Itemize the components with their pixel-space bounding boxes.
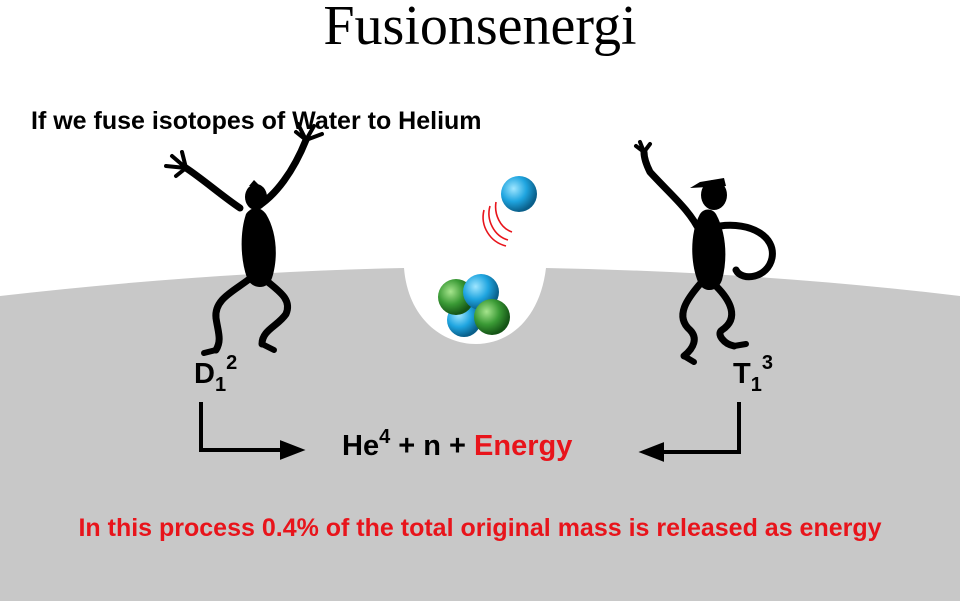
tritium-figure <box>634 140 776 365</box>
deuterium-symbol: D <box>194 358 215 390</box>
slide-title: Fusionsenergi <box>323 0 637 57</box>
deuterium-sup: 2 <box>226 352 238 374</box>
deuterium-sub: 1 <box>214 374 227 396</box>
helium-sup: 4 <box>379 426 391 448</box>
fusion-equation: He4 + n + Energy <box>342 426 573 463</box>
tritium-sub: 1 <box>750 374 762 396</box>
incoming-nucleon <box>482 176 537 247</box>
right-arrow <box>638 402 741 462</box>
helium-symbol: He <box>342 430 380 462</box>
mass-energy-note: In this process 0.4% of the total origin… <box>78 514 882 542</box>
proton-ball <box>501 176 537 212</box>
ground-area <box>0 268 960 601</box>
left-arrow <box>199 402 306 460</box>
tritium-sup: 3 <box>761 352 773 374</box>
tritium-label: T13 <box>733 352 773 396</box>
energy-word: Energy <box>474 430 573 462</box>
deuterium-label: D12 <box>194 352 237 396</box>
helium-nucleus <box>438 274 510 337</box>
deuterium-figure <box>164 122 324 356</box>
tritium-symbol: T <box>733 358 751 390</box>
slide-subtitle: If we fuse isotopes of Water to Helium <box>31 107 482 135</box>
equation-middle: + n + <box>390 430 475 462</box>
